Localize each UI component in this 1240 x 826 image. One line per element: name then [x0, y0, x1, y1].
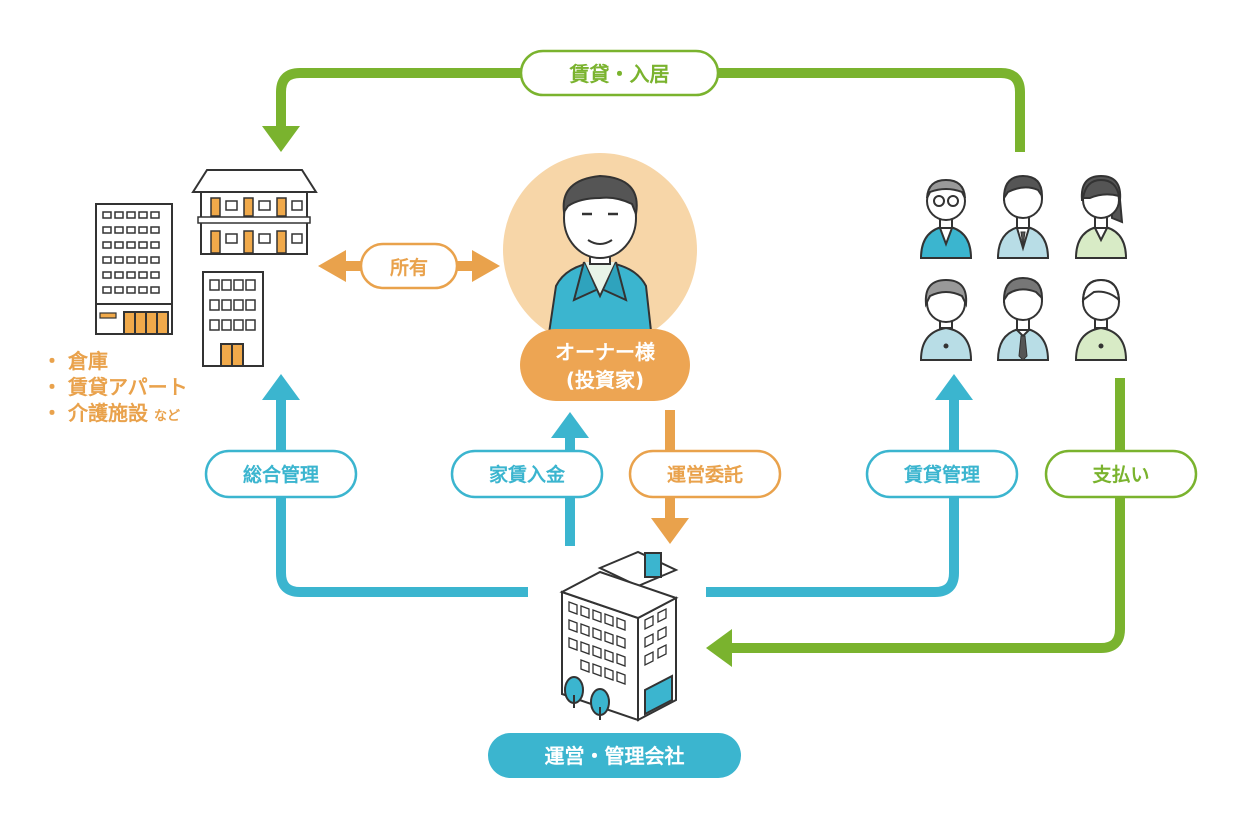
- company-building-icon: [559, 550, 679, 722]
- company-label-badge: 運営・管理会社: [488, 733, 741, 778]
- lease-management-label: 賃貸管理: [903, 463, 980, 486]
- lease-pill: 賃貸・入居: [519, 49, 720, 97]
- general-management-arrow: [262, 374, 528, 597]
- property-type-list: ・倉庫 ・賃貸アパート ・介護施設など: [42, 348, 188, 430]
- property-type-suffix: など: [154, 409, 181, 424]
- payment-arrow: [706, 378, 1125, 667]
- payment-label: 支払い: [1091, 464, 1149, 486]
- owner-label-line1: オーナー様: [555, 340, 656, 364]
- property-type-item: ・賃貸アパート: [42, 375, 188, 399]
- rent-deposit-label: 家賃入金: [489, 463, 566, 486]
- rent-deposit-pill: 家賃入金: [450, 449, 604, 499]
- lease-label: 賃貸・入居: [569, 62, 670, 86]
- owner-avatar-icon: [503, 153, 697, 347]
- company-label: 運営・管理会社: [545, 744, 685, 768]
- operation-consign-pill: 運営委託: [628, 449, 782, 499]
- tenants-group-icon: [919, 174, 1128, 361]
- property-type-item: ・倉庫: [42, 349, 108, 373]
- operation-consign-label: 運営委託: [667, 463, 743, 486]
- ownership-pill: 所有: [359, 242, 459, 290]
- ownership-label: 所有: [390, 256, 428, 279]
- general-management-label: 総合管理: [243, 463, 319, 486]
- lease-management-pill: 賃貸管理: [865, 449, 1019, 499]
- general-management-pill: 総合管理: [204, 449, 358, 499]
- lease-arrow-head: [262, 126, 300, 152]
- payment-pill: 支払い: [1044, 449, 1198, 499]
- lease-management-arrow: [706, 374, 973, 597]
- property-type-item: ・介護施設など: [42, 401, 181, 425]
- owner-label-line2: (投資家): [566, 368, 644, 392]
- property-buildings-icon: [95, 169, 318, 367]
- owner-label-badge: オーナー様 (投資家): [520, 329, 690, 401]
